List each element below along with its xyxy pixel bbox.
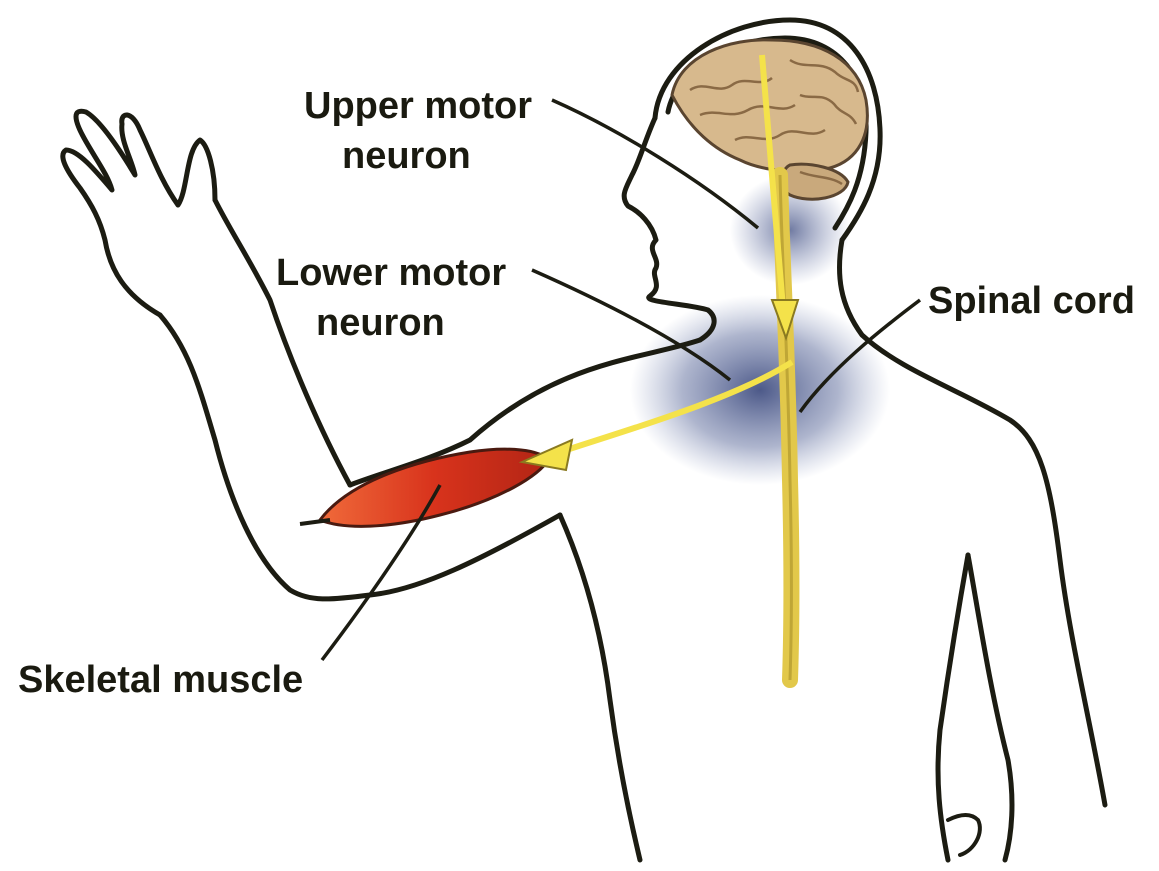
skeletal-muscle-label: Skeletal muscle [18,659,303,701]
hand [63,111,215,315]
body-outline [63,20,1105,860]
upper-motor-neuron-label-line1: Upper motor [304,85,532,127]
lower-motor-neuron-label-line1: Lower motor [276,252,506,294]
skeletal-muscle-shape [320,449,548,526]
lower-motor-neuron-label-line2: neuron [316,302,445,344]
shoulder-shading [630,295,890,485]
fist-hint [948,815,980,855]
torso-front [560,515,640,860]
upper-motor-neuron-label-line2: neuron [342,135,471,177]
face-profile [624,118,714,340]
neck-back [839,240,1105,805]
spinal-cord-label: Spinal cord [928,280,1135,322]
side-arm-inner [968,555,1012,860]
